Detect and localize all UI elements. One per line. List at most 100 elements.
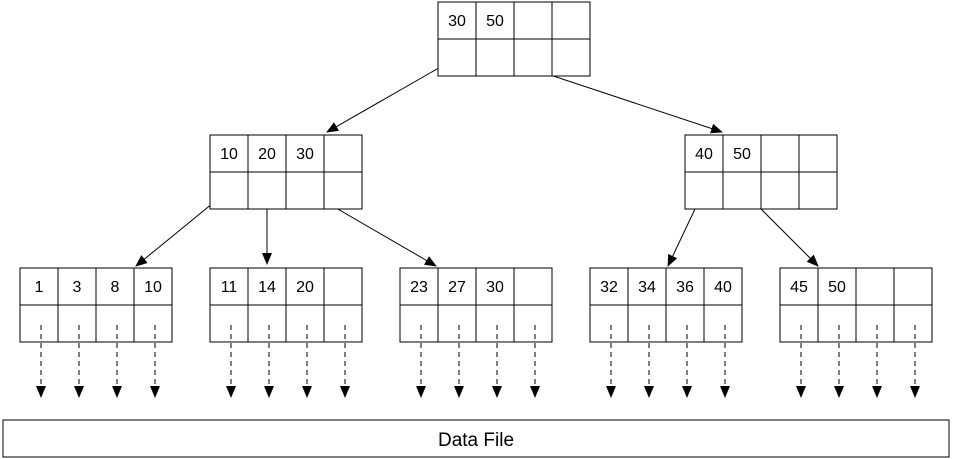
- leaf-node-4-pointer-cell: [703, 304, 743, 343]
- leaf-node-1-pointer-cell: [19, 304, 59, 343]
- leaf-node-3-pointer-cell: [475, 304, 515, 343]
- leaf-node-5-key-cell: [855, 267, 895, 306]
- record-pointer-arrowhead: [834, 386, 844, 398]
- record-pointer-arrowhead: [416, 386, 426, 398]
- record-pointer-arrowhead: [530, 386, 540, 398]
- leaf-node-2-pointer-cell: [247, 304, 287, 343]
- internal-node-2-pointer-cell: [722, 171, 762, 210]
- record-pointer-arrowhead: [264, 386, 274, 398]
- leaf-node-1-key-label: 10: [144, 279, 162, 296]
- leaf-node-2-key-cell: [285, 267, 325, 306]
- record-pointer-arrowhead: [910, 386, 920, 398]
- leaf-node-2-key-label: 11: [221, 279, 238, 296]
- leaf-node-5-key-label: 45: [790, 279, 808, 296]
- leaf-node-5-key-label: 50: [828, 279, 846, 296]
- record-pointer-arrowhead: [454, 386, 464, 398]
- record-pointer-arrowhead: [340, 386, 350, 398]
- leaf-node-3-key-cell: [475, 267, 515, 306]
- internal-node-1-key-cell: [323, 134, 363, 173]
- record-pointer-arrowhead: [606, 386, 616, 398]
- leaf-node-3-key-label: 23: [410, 279, 428, 296]
- data-file-box: Data File: [2, 419, 950, 458]
- record-pointer-arrowhead: [36, 386, 46, 398]
- record-pointer-arrowhead: [682, 386, 692, 398]
- internal-node-1-pointer-cell: [247, 171, 287, 210]
- internal-node-2-key-cell: [798, 134, 838, 173]
- record-pointer-arrowhead: [872, 386, 882, 398]
- internal-node-1-key-label: 20: [258, 146, 276, 163]
- leaf-node-5-pointer-cell: [817, 304, 857, 343]
- leaf-node-5-key-cell: [817, 267, 857, 306]
- internal-node-2-key-label: 40: [695, 146, 713, 163]
- leaf-node-1-key-label: 8: [111, 279, 120, 296]
- leaf-node-1: 1 3 8 10: [19, 267, 173, 343]
- root-node-pointer-cell: [513, 38, 553, 77]
- leaf-node-1-key-label: 1: [35, 279, 44, 296]
- internal-node-1-pointer-cell: [323, 171, 363, 210]
- leaf-node-5-pointer-cell: [855, 304, 895, 343]
- record-pointer-arrowhead: [302, 386, 312, 398]
- internal-node-2: 40 50: [684, 134, 838, 210]
- leaf-node-5-pointer-cell: [779, 304, 819, 343]
- leaf-node-4-key-label: 34: [638, 279, 656, 296]
- leaf-node-4-key-label: 32: [600, 279, 618, 296]
- data-file-rect: [2, 419, 950, 458]
- leaf-node-5-key-cell: [893, 267, 933, 306]
- root-node-key-cell: [475, 1, 515, 40]
- record-pointer-arrowhead: [150, 386, 160, 398]
- root-node-key-cell: [513, 1, 553, 40]
- internal-node-2-key-label: 50: [733, 146, 751, 163]
- leaf-node-3-pointer-cell: [513, 304, 553, 343]
- leaf-node-3-key-label: 27: [448, 279, 466, 296]
- leaf-node-2-key-cell: [323, 267, 363, 306]
- record-pointer-arrowhead: [112, 386, 122, 398]
- internal-node-2-pointer-cell: [684, 171, 724, 210]
- internal-node-1-pointer-cell: [209, 171, 249, 210]
- root-node-pointer-cell: [475, 38, 515, 77]
- leaf-node-3-key-label: 30: [486, 279, 504, 296]
- data-file-label: Data File: [438, 430, 514, 451]
- leaf-node-2-key-label: 14: [258, 279, 276, 296]
- leaf-node-2: 11 14 20: [209, 267, 363, 343]
- leaf-node-4-pointer-cell: [665, 304, 705, 343]
- internal-node-2-key-cell: [760, 134, 800, 173]
- leaf-node-1-key-label: 3: [73, 279, 82, 296]
- leaf-node-2-pointer-cell: [285, 304, 325, 343]
- leaf-node-4-pointer-cell: [589, 304, 629, 343]
- leaf-node-4-key-label: 36: [676, 279, 694, 296]
- leaf-node-2-key-label: 20: [296, 279, 314, 296]
- record-pointer-arrowhead: [226, 386, 236, 398]
- leaf-node-2-pointer-cell: [209, 304, 249, 343]
- leaf-node-4-pointer-cell: [627, 304, 667, 343]
- internal-node-1-key-cell: [285, 134, 325, 173]
- leaf-node-1-pointer-cell: [95, 304, 135, 343]
- record-pointer-arrowhead: [644, 386, 654, 398]
- leaf-node-1-key-cell: [133, 267, 173, 306]
- leaf-node-5-pointer-cell: [893, 304, 933, 343]
- internal-node-2-pointer-cell: [760, 171, 800, 210]
- leaf-node-4-key-cell: [703, 267, 743, 306]
- root-node-key-label: 50: [486, 13, 504, 30]
- root-node-pointer-cell: [437, 38, 477, 77]
- leaf-node-1-pointer-cell: [57, 304, 97, 343]
- root-node: 30 50: [437, 1, 591, 77]
- child-pointer-arrow: [326, 56, 459, 133]
- leaf-node-2-key-cell: [247, 267, 287, 306]
- root-node-pointer-cell: [551, 38, 591, 77]
- internal-node-2-key-cell: [684, 134, 724, 173]
- leaf-node-3: 23 27 30: [399, 267, 553, 343]
- internal-node-1-key-label: 30: [296, 146, 314, 163]
- record-pointer-arrowhead: [796, 386, 806, 398]
- internal-node-1-pointer-cell: [285, 171, 325, 210]
- root-node-key-label: 30: [448, 13, 466, 30]
- root-node-key-cell: [551, 1, 591, 40]
- internal-node-2-pointer-cell: [798, 171, 838, 210]
- leaf-node-3-key-cell: [513, 267, 553, 306]
- leaf-node-4-key-cell: [627, 267, 667, 306]
- record-pointer-arrowhead: [492, 386, 502, 398]
- record-pointer-arrowhead: [720, 386, 730, 398]
- record-pointer-arrowhead: [74, 386, 84, 398]
